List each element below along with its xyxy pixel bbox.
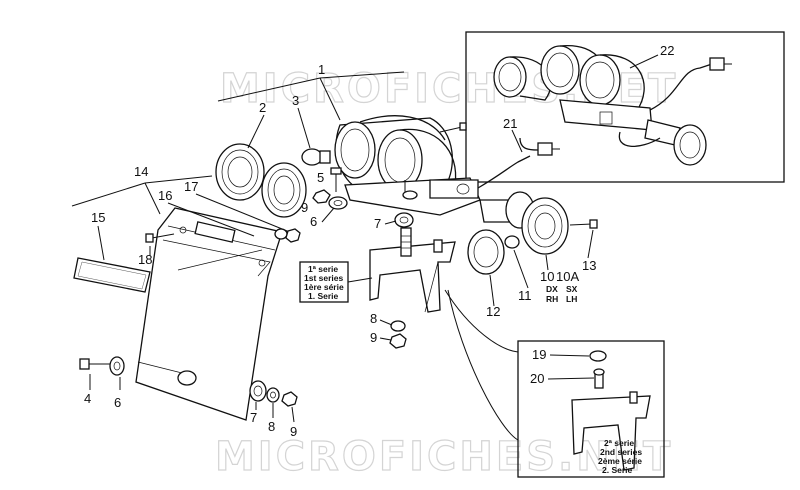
callout-5: 5 (317, 170, 324, 185)
series-2-it: 2ª serie (604, 438, 634, 448)
inset-box-series-2: 19 20 2ª serie 2nd series 2ème série 2. … (444, 289, 665, 478)
watermark-bottom: MICROFICHES.NET (215, 434, 673, 480)
callout-4: 4 (84, 391, 91, 406)
callout-6-b: 6 (114, 395, 121, 410)
inset-box-22: 22 (465, 31, 785, 183)
turn-indicator-assembly: 21 11 12 10 10A DX RH SX LH 13 (467, 116, 598, 319)
callout-10a: 10A (556, 269, 579, 284)
callout-1: 1 (318, 62, 325, 77)
series-2-fr: 2ème série (598, 456, 642, 466)
headlamp-assembly: 2 3 5 9 6 (215, 93, 481, 229)
callout-17: 17 (184, 179, 198, 194)
callout-7-b: 7 (250, 410, 257, 425)
callout-15: 15 (91, 210, 105, 225)
series-1-en: 1st series (304, 273, 343, 283)
callout-3: 3 (292, 93, 299, 108)
plate-hardware-left: 4 6 (79, 356, 125, 410)
callout-21: 21 (503, 116, 517, 131)
series-1-de: 1. Serie (308, 291, 339, 301)
series-2-de: 2. Serie (602, 465, 633, 475)
series-1-fr: 1ère série (304, 282, 344, 292)
callout-10: 10 (540, 269, 554, 284)
callout-9-b: 9 (370, 330, 377, 345)
callout-8-a: 8 (370, 311, 377, 326)
callout-2: 2 (259, 100, 266, 115)
series-1-it: 1ª serie (308, 264, 338, 274)
label-rh: RH (546, 294, 558, 304)
callout-14: 14 (134, 164, 148, 179)
plate-hardware-bottom: 7 8 9 (249, 380, 298, 439)
label-sx: SX (566, 284, 578, 294)
callout-7-a: 7 (374, 216, 381, 231)
group-1-leader: 1 (217, 62, 405, 121)
series-2-en: 2nd series (600, 447, 642, 457)
center-bracket: 7 8 9 (369, 212, 456, 349)
callout-19: 19 (532, 347, 546, 362)
license-plate-holder: 14 15 16 17 18 (71, 164, 301, 421)
callout-18: 18 (138, 252, 152, 267)
label-lh: LH (566, 294, 577, 304)
label-dx: DX (546, 284, 558, 294)
callout-9-c: 9 (290, 424, 297, 439)
callout-6-a: 6 (310, 214, 317, 229)
callout-11: 11 (518, 288, 532, 303)
callout-20: 20 (530, 371, 544, 386)
callout-22: 22 (660, 43, 674, 58)
callout-8-b: 8 (268, 419, 275, 434)
callout-12: 12 (486, 304, 500, 319)
callout-16: 16 (158, 188, 172, 203)
callout-13: 13 (582, 258, 596, 273)
callout-9-a: 9 (301, 200, 308, 215)
series-note-1: 1ª serie 1st series 1ère série 1. Serie (299, 261, 373, 303)
